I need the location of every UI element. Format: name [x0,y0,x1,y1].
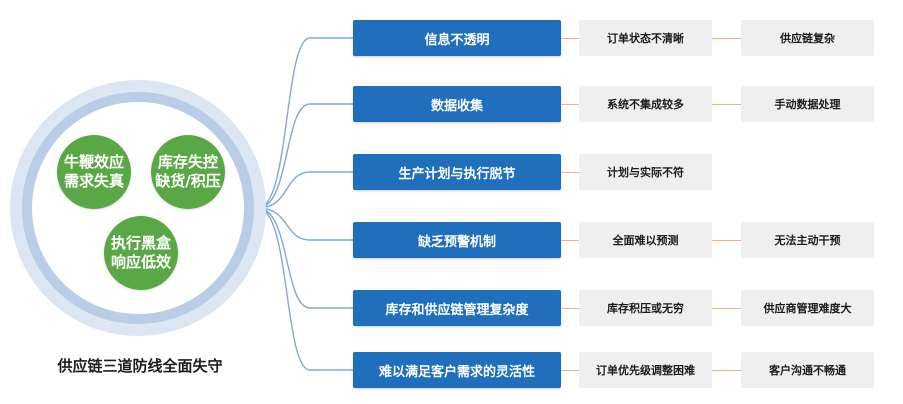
connector-line-1 [257,37,353,209]
problem-box: 缺乏预警机制 [353,222,561,258]
connector-line-6 [257,207,353,371]
problem-row: 信息不透明 订单状态不清晰 供应链复杂 [0,20,903,60]
bubble-execution: 执行黑盒响应低效 [104,216,178,290]
diagram-title: 供应链三道防线全面失守 [57,357,223,375]
dash-connector [712,104,741,105]
dash-connector [712,370,741,371]
problem-row: 缺乏预警机制 全面难以预测 无法主动干预 [0,222,903,262]
dash-connector [712,38,741,39]
bubble-execution-label: 执行黑盒响应低效 [110,234,171,271]
effect-box: 全面难以预测 [579,222,712,258]
connector-line-3 [257,171,353,209]
bubble-bullwhip: 牛鞭效应需求失真 [57,135,131,209]
effect-box: 手动数据处理 [741,86,874,122]
problem-row: 库存和供应链管理复杂度 库存积压或无穷 供应商管理难度大 [0,290,903,330]
problem-box: 难以满足客户需求的灵活性 [353,352,561,388]
dash-connector [561,38,579,39]
effect-box: 库存积压或无穷 [579,290,712,326]
effect-box: 订单优先级调整困难 [579,352,712,388]
effect-box: 系统不集成较多 [579,86,712,122]
problem-box: 库存和供应链管理复杂度 [353,290,561,326]
connector-line-5 [257,207,353,309]
effect-box: 客户沟通不畅通 [741,352,874,388]
effect-box: 订单状态不清晰 [579,20,712,56]
dash-connector [561,370,579,371]
dash-connector [561,240,579,241]
dash-connector [561,172,579,173]
problem-box: 信息不透明 [353,20,561,56]
problem-row: 数据收集 系统不集成较多 手动数据处理 [0,86,903,126]
problem-row: 难以满足客户需求的灵活性 订单优先级调整困难 客户沟通不畅通 [0,352,903,392]
connector-line-2 [257,103,353,209]
problem-row: 生产计划与执行脱节 计划与实际不符 [0,154,903,194]
effect-box: 无法主动干预 [741,222,874,258]
bubble-inventory-label: 库存失控缺货/积压 [155,153,221,190]
bubble-inventory: 库存失控缺货/积压 [151,135,225,209]
effect-box: 计划与实际不符 [579,154,712,190]
dash-connector [561,104,579,105]
bubble-bullwhip-label: 牛鞭效应需求失真 [63,153,124,190]
problem-box: 数据收集 [353,86,561,122]
dash-connector [712,240,741,241]
dash-connector [561,308,579,309]
problem-box: 生产计划与执行脱节 [353,154,561,190]
effect-box: 供应链复杂 [741,20,874,56]
connector-line-4 [257,207,353,241]
dash-connector [712,308,741,309]
effect-box: 供应商管理难度大 [741,290,874,326]
